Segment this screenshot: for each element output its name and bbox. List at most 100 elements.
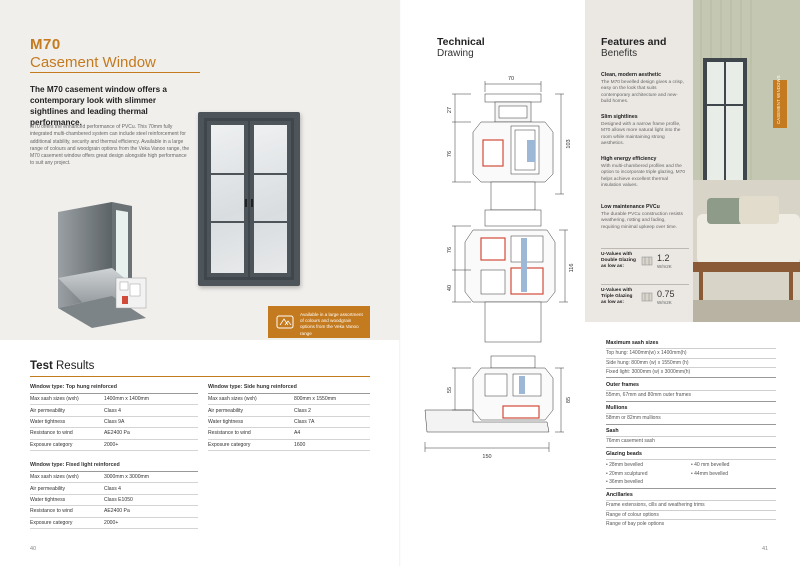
- product-title: M70 Casement Window: [30, 36, 156, 71]
- test-table-top-hung: Window type: Top hung reinforced Max sas…: [30, 384, 198, 451]
- row-value: AE2400 Pa: [104, 430, 130, 437]
- spec-line: Frame extensions, cills and weathering t…: [606, 500, 776, 510]
- spec-line: 55mm, 67mm and 80mm outer frames: [606, 390, 776, 400]
- technical-title-rest: Drawing: [437, 48, 474, 59]
- spec-heading: Sash: [606, 428, 619, 434]
- feature-heading: Low maintenance PVCu: [601, 204, 660, 210]
- window-handle: [251, 199, 253, 207]
- technical-title-bold: Technical: [437, 36, 485, 48]
- u-value-double: U-Values with Double Glazing as low as: …: [601, 248, 689, 274]
- lead-paragraph: The M70 casement window offers a contemp…: [30, 85, 167, 127]
- test-results-rule: [30, 376, 370, 377]
- spec-outer-frames: Outer frames 55mm, 67mm and 80mm outer f…: [606, 382, 776, 400]
- spec-line: Fixed light: 3000mm (w) x 3000mm(h): [606, 367, 776, 377]
- row-key: Air permeability: [30, 485, 66, 492]
- section-tab: CASEMENT WINDOWS: [773, 75, 787, 128]
- spec-heading: Outer frames: [606, 382, 639, 388]
- product-name: Casement Window: [30, 54, 156, 71]
- feature-text: The durable PVCu construction resists we…: [601, 212, 683, 230]
- spec-divider: [606, 447, 776, 448]
- spec-divider: [606, 488, 776, 489]
- table-heading: Window type: Top hung reinforced: [30, 384, 198, 394]
- spec-heading: Maximum sash sizes: [606, 340, 659, 346]
- row-key: Water tightness: [208, 418, 244, 425]
- test-table-fixed-light: Window type: Fixed light reinforced Max …: [30, 462, 198, 529]
- spec-line: Range of bay pole options: [606, 519, 776, 529]
- row-value: A4: [294, 430, 301, 437]
- page-gutter: [399, 0, 401, 566]
- feature-item: Clean, modern aesthetic The M70 bevelled…: [601, 72, 685, 106]
- table-row: Air permeability Class 4: [30, 483, 198, 495]
- spec-line: Side hung: 800mm (w) x 1550mm (h): [606, 357, 776, 368]
- row-key: Exposure category: [30, 519, 73, 526]
- row-value: 800mm x 1550mm: [294, 396, 337, 403]
- callout-text: Available in a large assortment of colou…: [300, 312, 363, 336]
- row-key: Water tightness: [30, 496, 66, 503]
- row-value: AE2400 Pa: [104, 508, 130, 515]
- dim-76a: 76: [447, 151, 453, 157]
- corner-section-illustration: [58, 202, 147, 328]
- row-key: Water tightness: [30, 418, 66, 425]
- glazing-bar: [211, 173, 244, 175]
- row-value: 2000+: [104, 519, 119, 526]
- features-title-bold: Features and: [601, 36, 667, 48]
- row-key: Max sash sizes (wxh): [208, 396, 257, 403]
- u-value-unit: W/m2K: [657, 300, 672, 305]
- row-value: 2000+: [104, 441, 119, 448]
- row-value: Class 4: [104, 407, 121, 414]
- u-value-number: 0.75: [657, 289, 675, 299]
- spec-line: Range of colour options: [606, 509, 776, 520]
- interior-photo: [693, 0, 800, 322]
- spec-heading: Glazing beads: [606, 451, 642, 457]
- dim-top-width: 70: [508, 76, 514, 82]
- row-value: Class 4: [104, 485, 121, 492]
- row-key: Exposure category: [30, 441, 73, 448]
- row-value: 3000mm x 3000mm: [104, 474, 150, 481]
- features-panel: [585, 0, 693, 322]
- table-row: Air permeability Class 4: [30, 405, 198, 417]
- left-page-number: 40: [30, 546, 37, 552]
- feature-item: Slim sightlines Designed with a narrow f…: [601, 114, 685, 148]
- dim-40: 40: [447, 285, 453, 291]
- glazing-bar: [254, 221, 287, 223]
- dim-85: 85: [566, 397, 572, 403]
- spec-ancillaries: Ancillaries Frame extensions, cills and …: [606, 492, 776, 529]
- spec-heading: Mullions: [606, 405, 628, 411]
- spec-divider: [606, 424, 776, 425]
- table-heading: Window type: Fixed light reinforced: [30, 462, 198, 472]
- table-row: Max sash sizes (wxh)3000mm x 3000mm: [30, 472, 198, 484]
- u-value-label: U-Values with Triple Glazing as low as:: [601, 288, 633, 305]
- u-value-triple: U-Values with Triple Glazing as low as: …: [601, 284, 689, 310]
- table-row: Resistance to wind AE2400 Pa: [30, 428, 198, 440]
- row-key: Resistance to wind: [30, 430, 73, 437]
- row-value: 1600: [294, 441, 306, 448]
- spec-mullions: Mullions 58mm or 82mm mullions: [606, 405, 776, 423]
- row-key: Air permeability: [30, 407, 66, 414]
- row-key: Air permeability: [208, 407, 244, 414]
- list-item: • 40 mm bevelled: [691, 462, 730, 468]
- technical-drawing: 70 27 76 103 76 40 116 55 85 150: [424, 76, 575, 460]
- spec-line: Top hung: 1400mm(w) x 1400mm(h): [606, 348, 776, 358]
- table-row: Exposure category 2000+: [30, 518, 198, 529]
- row-key: Resistance to wind: [208, 430, 251, 437]
- list-item: • 36mm bevelled: [606, 479, 644, 485]
- right-sash: [250, 121, 291, 277]
- table-row: Exposure category 2000+: [30, 440, 198, 451]
- list-item: • 20mm sculptured: [606, 470, 648, 477]
- table-row: Resistance to wind A4: [208, 428, 370, 440]
- product-code: M70: [30, 36, 61, 53]
- table-row: Exposure category 1600: [208, 440, 370, 451]
- dim-27: 27: [447, 107, 453, 113]
- feature-text: With multi-chambered profiles and the op…: [601, 164, 685, 189]
- colour-swatch-icon: [276, 315, 294, 329]
- u-value-label: U-Values with Double Glazing as low as:: [601, 252, 636, 269]
- feature-text: Designed with a narrow frame profile, M7…: [601, 122, 681, 147]
- row-key: Exposure category: [208, 441, 251, 448]
- feature-heading: High energy efficiency: [601, 156, 657, 162]
- list-item: • 28mm bevelled: [606, 462, 644, 468]
- dim-76b: 76: [447, 247, 453, 253]
- spec-heading: Ancillaries: [606, 492, 633, 498]
